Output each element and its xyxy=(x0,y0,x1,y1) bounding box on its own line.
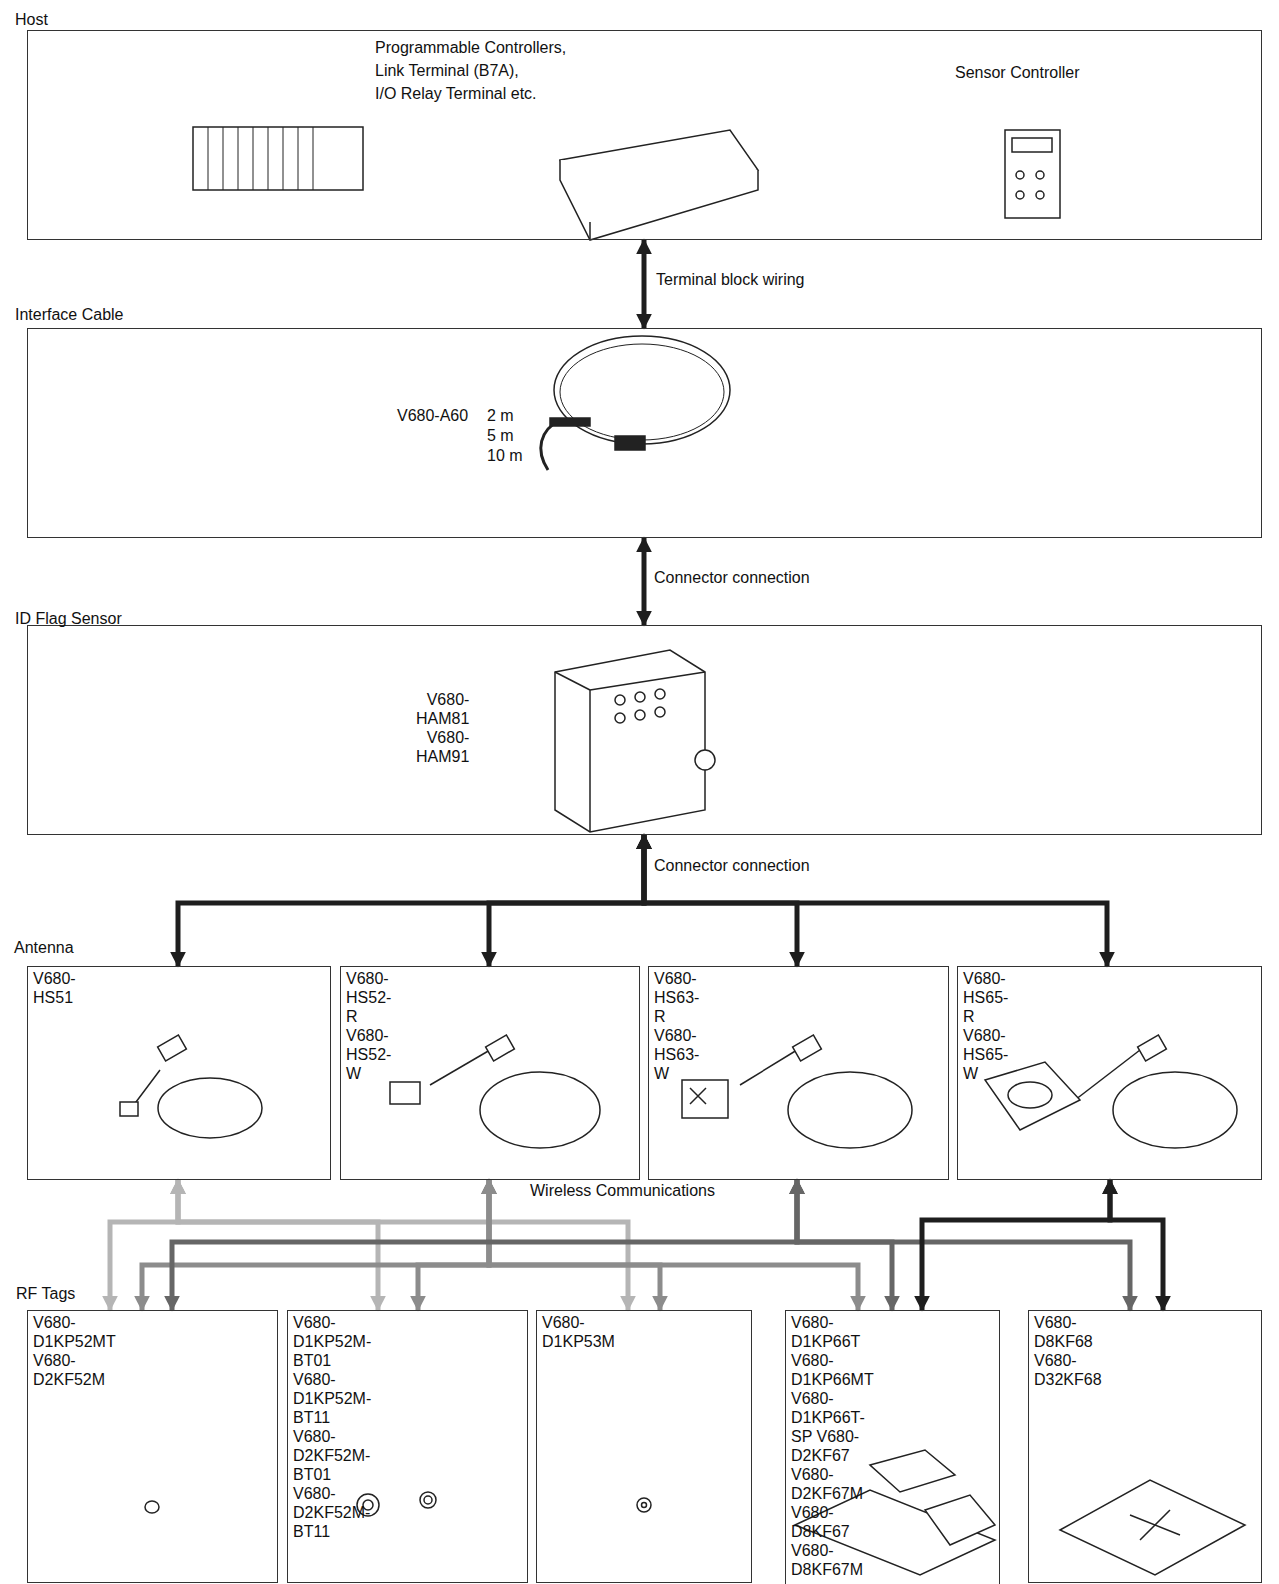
part-name: V680-D1KP66T V680-D1KP66MT V680-D1KP66T-… xyxy=(791,1313,873,1579)
section-heading: Host xyxy=(15,10,48,29)
part-name: Sensor Controller xyxy=(955,63,1080,82)
wireless-link xyxy=(922,1180,1110,1310)
id-flag-sensor-illustration xyxy=(555,650,705,832)
connection-arrow xyxy=(642,240,647,328)
part-name: V680-HS65-R V680-HS65-W xyxy=(963,969,1008,1083)
part-name: V680-D8KF68 V680-D32KF68 xyxy=(1034,1313,1102,1389)
part-name: V680-D1KP52M-BT01 V680-D1KP52M-BT11 V680… xyxy=(293,1313,371,1541)
part-name: V680-D1KP53M xyxy=(542,1313,615,1351)
tag-box: V680-D8KF68 V680-D32KF68 xyxy=(1028,1310,1262,1583)
part-name: V680-HS51 xyxy=(33,969,76,1007)
connection-arrow xyxy=(489,835,644,966)
part-name: V680-HS63-R V680-HS63-W xyxy=(654,969,699,1083)
wireless-link xyxy=(797,1180,1130,1310)
part-name: V680-D1KP52MT V680-D2KF52M xyxy=(33,1313,115,1389)
antenna-illustration xyxy=(788,1072,912,1148)
antenna-illustration xyxy=(158,1078,262,1138)
edge-label: Terminal block wiring xyxy=(654,270,807,289)
note: Wireless Communications xyxy=(530,1181,715,1200)
wireless-link xyxy=(178,1180,378,1310)
tag-box: V680-D1KP52MT V680-D2KF52M xyxy=(27,1310,278,1583)
wireless-link xyxy=(178,1180,628,1310)
part-name: Programmable Controllers, xyxy=(375,38,566,57)
antenna-box: V680-HS63-R V680-HS63-W xyxy=(648,966,949,1180)
length: 10 m xyxy=(487,446,523,465)
cable-illustration xyxy=(554,336,730,444)
group-heading: Antenna xyxy=(14,938,74,957)
antenna-illustration xyxy=(480,1072,600,1148)
connection-arrow xyxy=(178,835,644,966)
antenna-box: V680-HS65-R V680-HS65-W xyxy=(957,966,1262,1180)
tag-box: V680-D1KP66T V680-D1KP66MT V680-D1KP66T-… xyxy=(785,1310,1000,1584)
wireless-link xyxy=(489,1180,660,1310)
part-name: V680-HS52-R V680-HS52-W xyxy=(346,969,391,1083)
antenna-illustration xyxy=(1113,1072,1237,1148)
cable-box: Interface CableV680-A60 xyxy=(27,328,1262,538)
edge-label: Connector connection xyxy=(652,856,812,875)
wireless-link xyxy=(142,1180,489,1310)
tag-illustration xyxy=(145,1501,159,1513)
wireless-link xyxy=(1110,1180,1163,1310)
group-heading: RF Tags xyxy=(16,1284,75,1303)
edge-label: Connector connection xyxy=(652,568,812,587)
wireless-link xyxy=(172,1180,797,1310)
wireless-link xyxy=(418,1180,489,1310)
connection-arrow xyxy=(642,538,647,625)
plc-illustration xyxy=(193,127,363,190)
part-name: V680-A60 xyxy=(397,406,468,425)
host-box: HostProgrammable Controllers,Link Termin… xyxy=(27,30,1262,240)
connection-arrow xyxy=(644,835,1107,966)
section-heading: Interface Cable xyxy=(15,305,124,324)
tag-box: V680-D1KP53M xyxy=(536,1310,752,1583)
sensor-controller-illustration xyxy=(1005,130,1060,218)
wireless-link xyxy=(489,1180,858,1310)
wireless-link xyxy=(797,1180,892,1310)
sensor-box: ID Flag SensorV680-HAM81 V680-HAM91 xyxy=(27,625,1262,835)
part-name: I/O Relay Terminal etc. xyxy=(375,84,537,103)
part-name: Link Terminal (B7A), xyxy=(375,61,519,80)
part-name: V680-HAM81 V680-HAM91 xyxy=(416,690,469,766)
antenna-box: V680-HS52-R V680-HS52-W xyxy=(340,966,640,1180)
tag-box: V680-D1KP52M-BT01 V680-D1KP52M-BT11 V680… xyxy=(287,1310,528,1583)
length: 2 m xyxy=(487,406,514,425)
antenna-box: V680-HS51 xyxy=(27,966,331,1180)
section-heading: ID Flag Sensor xyxy=(15,609,122,628)
tag-illustration xyxy=(1060,1480,1245,1575)
length: 5 m xyxy=(487,426,514,445)
tag-illustration xyxy=(637,1498,651,1512)
